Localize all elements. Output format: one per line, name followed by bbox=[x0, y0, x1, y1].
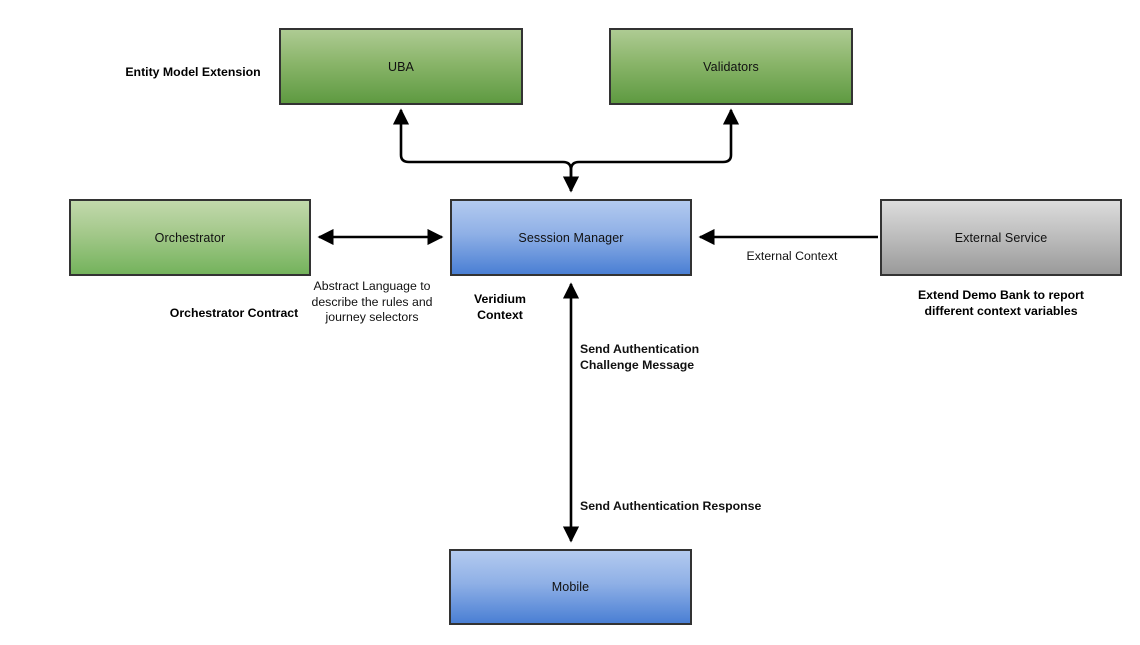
caption-orchestrator-contract: Orchestrator Contract bbox=[169, 306, 299, 320]
node-mobile-label: Mobile bbox=[551, 580, 590, 594]
node-orchestrator[interactable]: Orchestrator bbox=[69, 199, 311, 276]
node-session-manager-label: Sesssion Manager bbox=[518, 230, 624, 245]
edge-label-abstract-language: Abstract Language to describe the rules … bbox=[311, 279, 433, 325]
edge-label-external-context: External Context bbox=[746, 249, 838, 263]
edge-label-send-auth-challenge: Send Authentication Challenge Message bbox=[580, 342, 700, 372]
node-mobile[interactable]: Mobile bbox=[449, 549, 692, 625]
node-validators-label: Validators bbox=[703, 59, 759, 74]
node-orchestrator-label: Orchestrator bbox=[154, 230, 226, 245]
edge-label-send-auth-response: Send Authentication Response bbox=[580, 499, 762, 513]
caption-entity-model-extension: Entity Model Extension bbox=[125, 65, 261, 79]
caption-extend-demo-bank: Extend Demo Bank to report different con… bbox=[917, 288, 1085, 318]
node-external-service[interactable]: External Service bbox=[880, 199, 1122, 276]
node-uba-label: UBA bbox=[387, 59, 414, 74]
node-external-service-label: External Service bbox=[954, 230, 1048, 245]
node-session-manager[interactable]: Sesssion Manager bbox=[450, 199, 692, 276]
caption-veridium-context: Veridium Context bbox=[474, 292, 526, 322]
node-uba[interactable]: UBA bbox=[279, 28, 523, 105]
node-validators[interactable]: Validators bbox=[609, 28, 853, 105]
edge-session-to-uba-validators bbox=[392, 108, 740, 193]
